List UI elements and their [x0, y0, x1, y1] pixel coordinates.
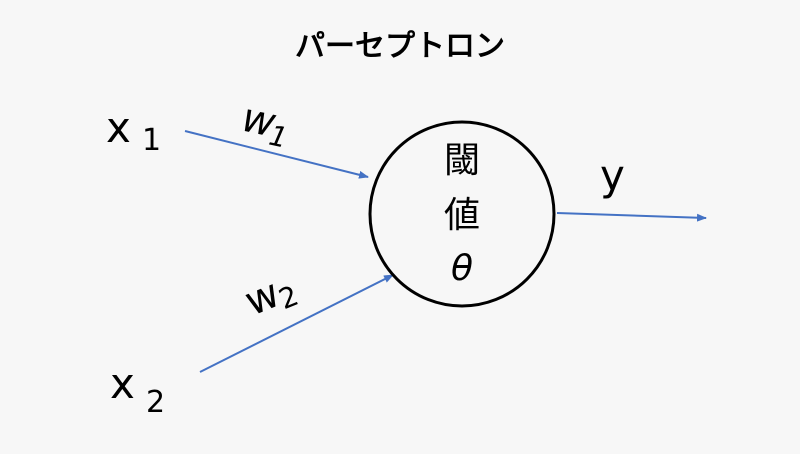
neuron-threshold-char2: 値	[444, 195, 480, 236]
input-x2-label: x	[110, 359, 135, 408]
input-x2-subscript: 2	[146, 385, 165, 420]
arrow-output	[556, 212, 707, 222]
neuron-theta-symbol: θ	[451, 248, 473, 289]
input-x1-label: x	[106, 103, 131, 152]
diagram-title: パーセプトロン	[295, 29, 505, 64]
input-x1-subscript: 1	[142, 123, 161, 158]
output-y-label: y	[600, 151, 625, 200]
neuron-circle	[368, 120, 556, 308]
arrow-x2-to-neuron	[199, 274, 394, 373]
arrow-x1-to-neuron	[184, 130, 369, 179]
neuron-threshold-char1: 閾	[444, 140, 480, 181]
